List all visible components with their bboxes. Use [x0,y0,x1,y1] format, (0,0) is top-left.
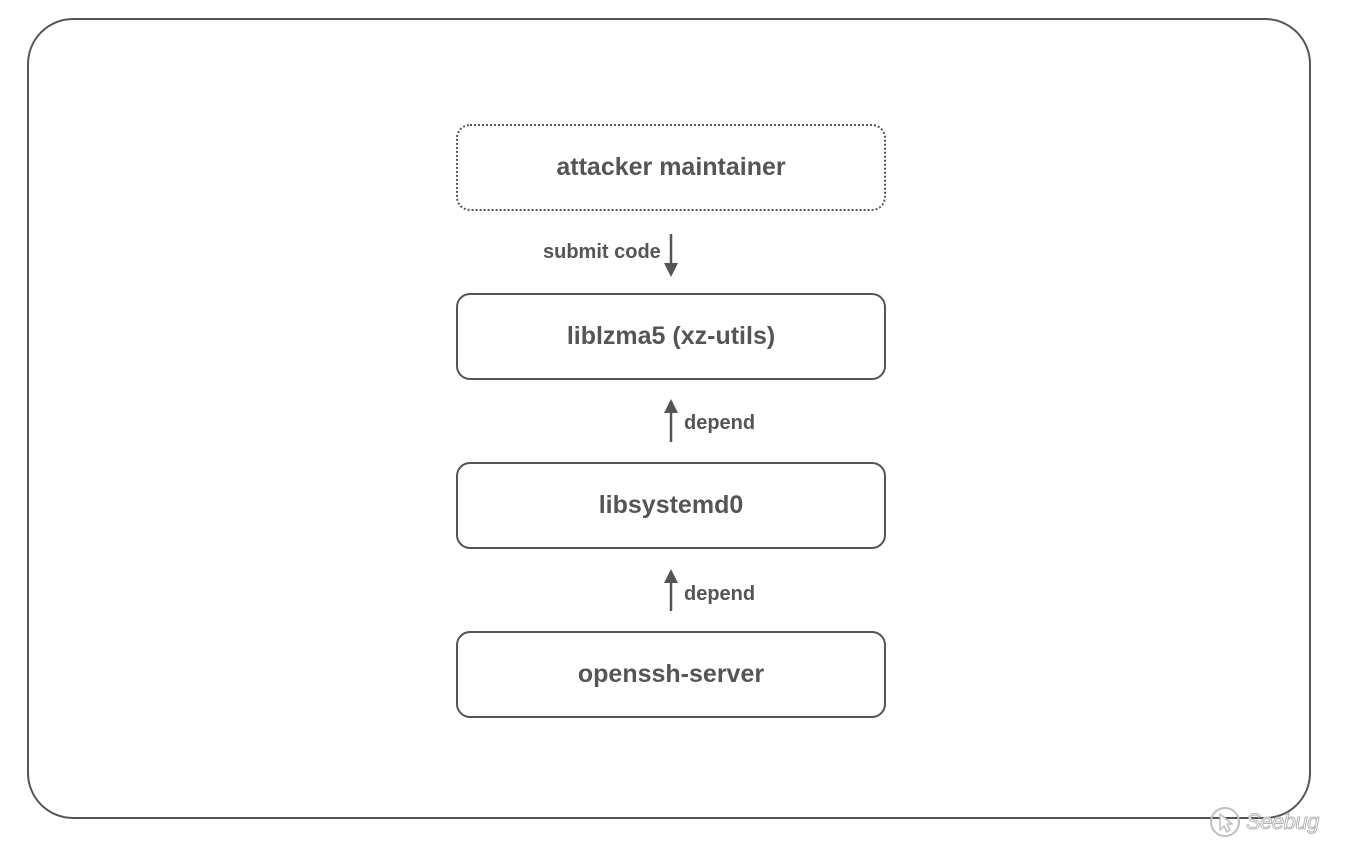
edge-label-depend-1: depend [684,412,756,434]
node-liblzma5: liblzma5 (xz-utils) [456,293,886,380]
node-label: attacker maintainer [556,153,786,181]
node-attacker-maintainer: attacker maintainer [456,124,886,211]
node-label: openssh-server [577,660,765,688]
edge-label-depend-2: depend [684,583,756,605]
seebug-watermark: Seebug [1208,802,1320,842]
node-label: liblzma5 (xz-utils) [566,322,776,350]
node-libsystemd0: libsystemd0 [456,462,886,549]
node-openssh-server: openssh-server [456,631,886,718]
watermark-text: Seebug [1246,809,1320,835]
node-label: libsystemd0 [598,491,744,519]
edge-label-submit-code: submit code [543,241,661,263]
seebug-logo-icon [1210,807,1240,837]
diagram-frame [27,18,1311,819]
